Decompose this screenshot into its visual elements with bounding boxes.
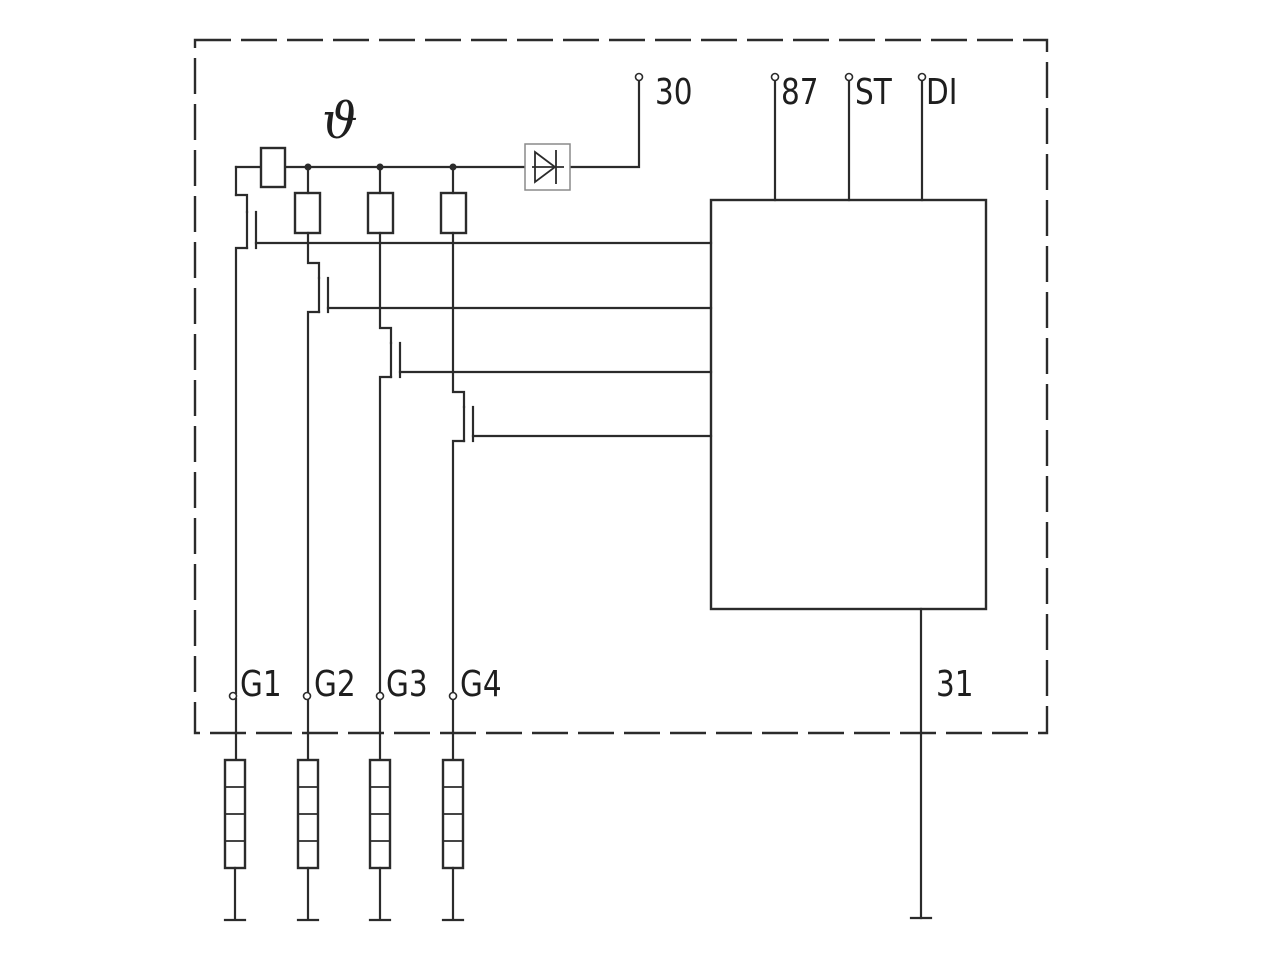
glow-channel-2 (293, 165, 713, 922)
terminal-87-label: 87 (781, 70, 819, 113)
control-unit-block (709, 198, 988, 611)
g2-label: G2 (314, 662, 356, 705)
g3-node (375, 691, 385, 701)
terminal-30-label: 30 (655, 70, 693, 113)
g1-label: G1 (240, 662, 282, 705)
terminal-31-label: 31 (936, 662, 974, 705)
supply-rail (234, 78, 641, 197)
temperature-symbol: ϑ (322, 92, 358, 150)
terminal-st-node (844, 72, 854, 82)
terminal-87-node (770, 72, 780, 82)
g4-node (448, 691, 458, 701)
terminal-st-label: ST (855, 70, 893, 113)
glow-channel-4 (439, 165, 713, 922)
g4-label: G4 (460, 662, 502, 705)
glow-channel-3 (366, 165, 713, 922)
module-boundary (193, 38, 1049, 735)
terminal-di-label: DI (926, 70, 957, 113)
glow-channel-1 (223, 193, 713, 922)
terminal-di-node (917, 72, 927, 82)
temperature-sensor (259, 146, 287, 189)
g2-node (302, 691, 312, 701)
terminal-30-node (634, 72, 644, 82)
g3-label: G3 (386, 662, 428, 705)
g1-node (228, 691, 238, 701)
reverse-polarity-diode (524, 143, 571, 191)
